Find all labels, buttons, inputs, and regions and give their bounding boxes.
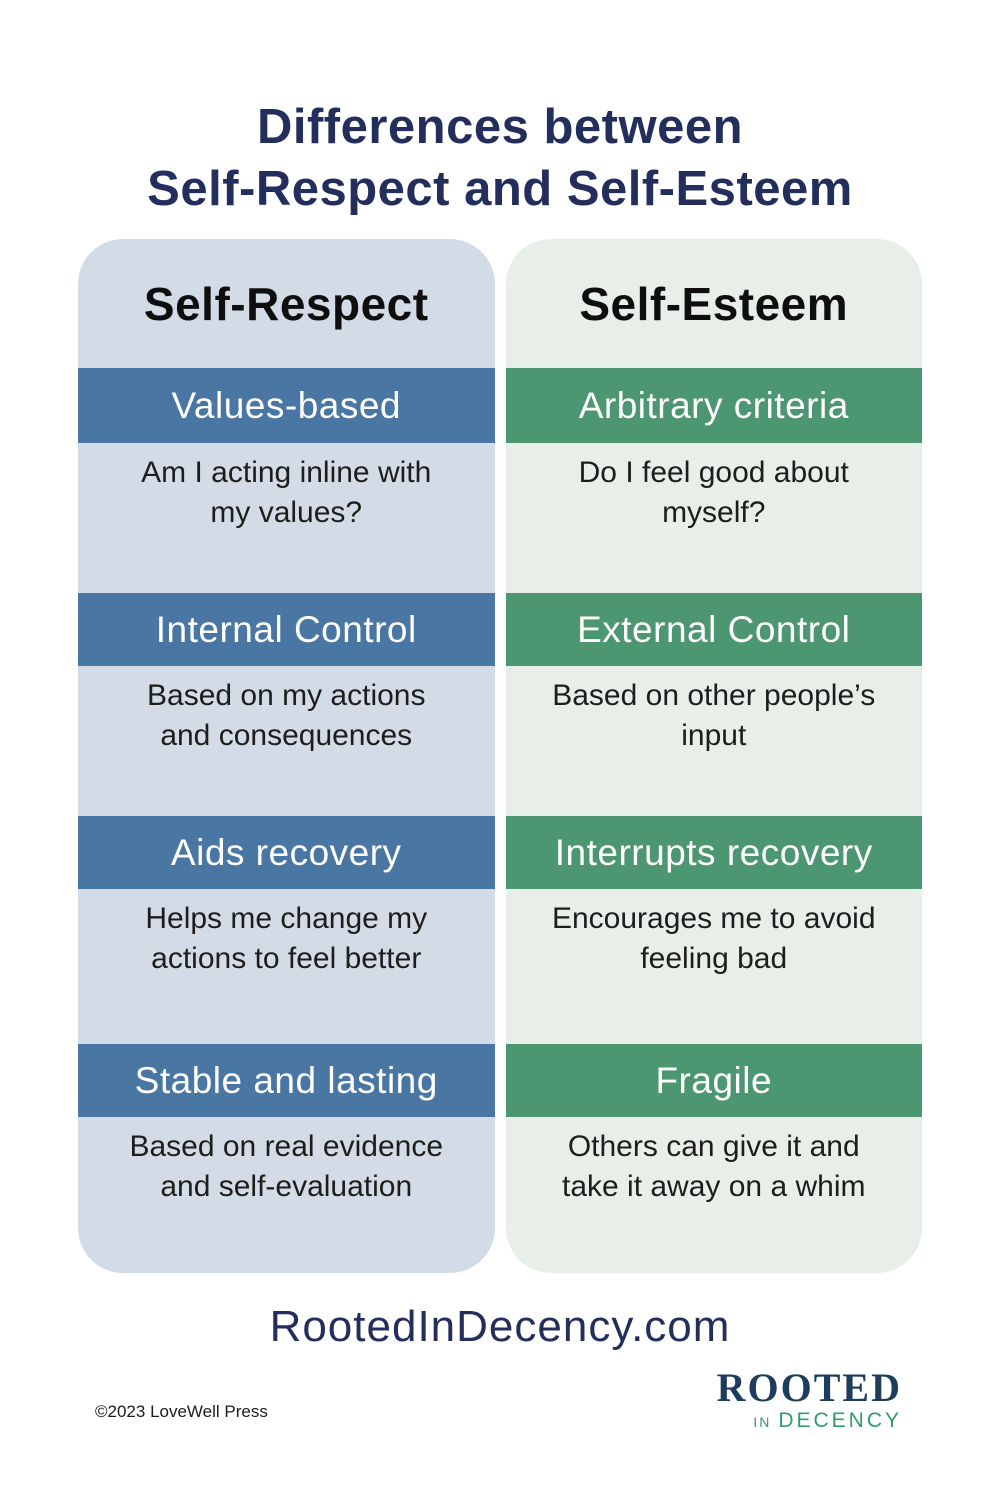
logo-decency-text: DECENCY: [778, 1409, 902, 1432]
comparison-card-self-respect: Self-Respect Values-based Am I acting in…: [78, 239, 495, 1273]
card-header-self-esteem: Self-Esteem: [579, 277, 849, 330]
copyright-text: ©2023 LoveWell Press: [95, 1402, 268, 1421]
row-description: Based on real evidence and self-evaluati…: [129, 1130, 444, 1203]
card-header-self-respect: Self-Respect: [143, 277, 429, 330]
page-title: Differences between Self-Respect and Sel…: [147, 99, 853, 216]
row-description: Others can give it and take it away on a…: [562, 1130, 866, 1203]
row-description: Helps me change my actions to feel bette…: [145, 902, 428, 975]
band-label: Internal Control: [78, 593, 495, 666]
row-description: Am I acting inline with my values?: [141, 456, 432, 529]
logo-rooted-text: ROOTED: [716, 1365, 902, 1410]
row-description: Based on other people’s input: [552, 679, 876, 752]
rooted-in-decency-logo: ROOTED IN DECENCY: [716, 1365, 902, 1432]
band-label: Interrupts recovery: [505, 816, 922, 889]
band-label: Values-based: [78, 368, 495, 443]
row-description: Do I feel good about myself?: [578, 456, 849, 529]
band-label: Fragile: [505, 1044, 922, 1117]
comparison-card-self-esteem: Self-Esteem Arbitrary criteria Do I feel…: [505, 239, 922, 1273]
band-label: Stable and lasting: [78, 1044, 495, 1117]
band-label: Aids recovery: [78, 816, 495, 889]
band-label: External Control: [505, 593, 922, 666]
comparison-table: Self-Respect Values-based Am I acting in…: [78, 239, 922, 1273]
logo-in-decency-text: IN DECENCY: [717, 1410, 902, 1431]
website-url: RootedInDecency.com: [269, 1302, 731, 1351]
logo-in-text: IN: [753, 1414, 772, 1430]
band-label: Arbitrary criteria: [505, 368, 922, 443]
row-description: Based on my actions and consequences: [147, 679, 426, 752]
row-description: Encourages me to avoid feeling bad: [551, 902, 876, 975]
